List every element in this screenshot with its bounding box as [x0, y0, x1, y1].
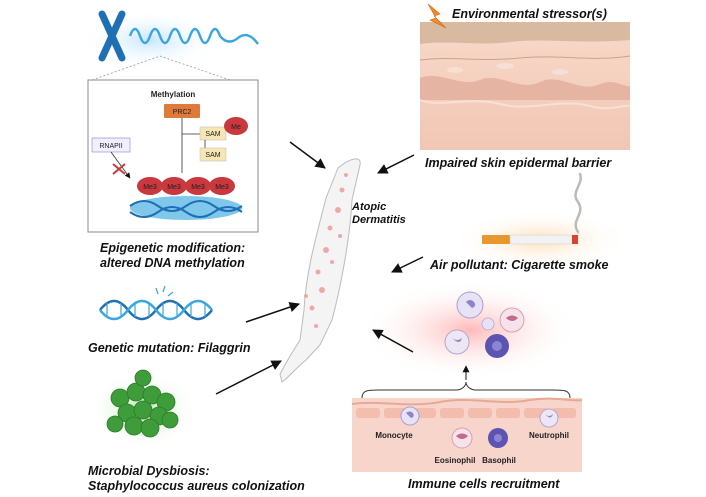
eosinophil-cell-icon [451, 427, 473, 449]
inhibition-x-icon [112, 163, 126, 175]
skin-barrier-label: Impaired skin epidermal barrier [425, 156, 612, 170]
coiled-dna-icon [128, 27, 259, 45]
arrow-microbial [215, 360, 282, 395]
arrow-immune [372, 329, 414, 353]
bacteria-cluster-icon [88, 369, 198, 450]
microbial-label-line1: Microbial Dysbiosis: [88, 464, 210, 478]
methylation-title: Methylation [151, 90, 196, 99]
nucleosome-dna-icon [129, 196, 243, 220]
basophil-cell-icon [488, 428, 508, 448]
smoke-icon [574, 172, 582, 234]
me3-histone-row: Me3 Me3 Me3 Me3 [137, 177, 235, 195]
microbial-label-line2: Staphylococcus aureus colonization [88, 479, 305, 493]
immune-label: Immune cells recruitment [408, 477, 560, 491]
floating-immune-cells [444, 291, 525, 358]
dna-helix-icon [99, 285, 213, 321]
svg-text:Me3: Me3 [167, 184, 181, 191]
atopic-label-line1: Atopic [352, 201, 387, 213]
immune-cells-illustration: Monocyte Eosinophil Basophil Neutrophil [351, 280, 583, 472]
me-ellipse [224, 117, 248, 135]
neutrophil-label: Neutrophil [529, 431, 569, 440]
prc2-label: PRC2 [173, 109, 192, 116]
eosinophil-label: Eosinophil [435, 456, 476, 465]
chromosome-icon [98, 10, 126, 62]
epigenetic-label-line1: Epigenetic modification: [100, 241, 246, 255]
svg-text:Me3: Me3 [143, 184, 157, 191]
mutation-spark-icon [155, 285, 174, 297]
recruitment-bracket [361, 381, 571, 399]
genetic-label: Genetic mutation: Filaggrin [88, 341, 251, 355]
sam-box-top [199, 126, 227, 141]
neutrophil-cell-icon [539, 408, 559, 428]
me-label: Me [231, 124, 241, 131]
arrow-genetic [245, 302, 300, 323]
air-pollutant-label: Air pollutant: Cigarette smoke [430, 258, 609, 272]
chromosome-dna-illustration [80, 10, 259, 81]
basophil-label: Basophil [482, 456, 516, 465]
cigarette-tip [572, 235, 578, 244]
atopic-label-line2: Dermatitis [352, 214, 406, 226]
svg-text:Me3: Me3 [191, 184, 205, 191]
arrow-epigenetic [289, 141, 326, 169]
sam-box-bottom [199, 147, 227, 162]
skin-lesion-dots [304, 173, 348, 328]
methylation-panel: Methylation PRC2 SAM Me SAM RNAPII Me3 M… [87, 79, 259, 233]
cigarette-illustration [450, 172, 630, 270]
arrow-skin-barrier [377, 154, 415, 174]
lightning-icon [427, 3, 447, 29]
arrow-air-pollutant [391, 256, 424, 273]
cigarette-filter [482, 235, 510, 244]
skin-layers-illustration [419, 3, 631, 150]
cigarette-body [509, 234, 573, 245]
causal-arrows [215, 141, 424, 395]
rnapii-label: RNAPII [99, 143, 122, 150]
monocyte-label: Monocyte [375, 431, 413, 440]
epigenetic-label-line2: altered DNA methylation [100, 256, 245, 270]
monocyte-cell-icon [400, 406, 420, 426]
environmental-label: Environmental stressor(s) [452, 7, 607, 21]
arm-illustration [279, 158, 361, 383]
prc2-box [164, 104, 200, 118]
svg-text:Me3: Me3 [215, 184, 229, 191]
sam-label-top: SAM [205, 131, 220, 138]
sam-label-bottom: SAM [205, 152, 220, 159]
